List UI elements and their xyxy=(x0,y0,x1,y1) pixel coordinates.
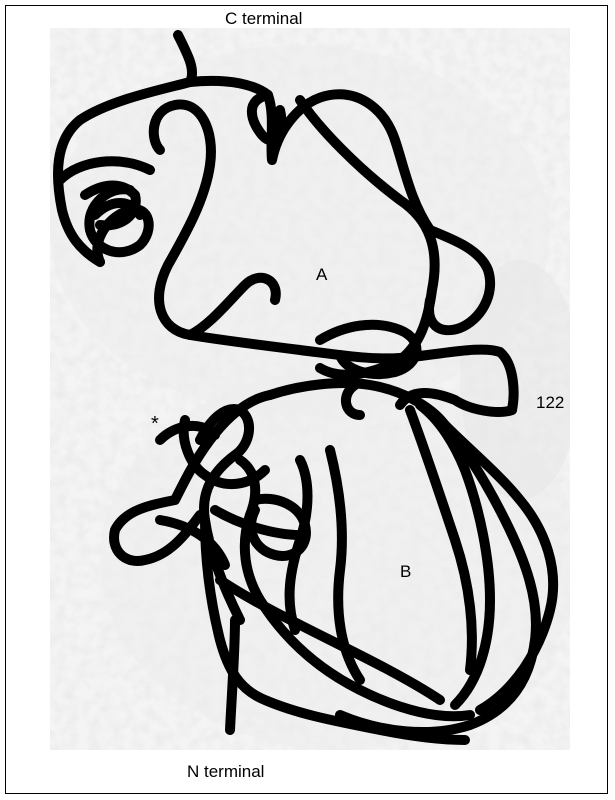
n-terminal-label: N terminal xyxy=(187,762,264,781)
residue-122-label: 122 xyxy=(536,393,564,412)
domain-a-label: A xyxy=(316,265,328,284)
domain-b-label: B xyxy=(400,562,411,581)
asterisk-marker: * xyxy=(151,413,159,435)
c-terminal-label: C terminal xyxy=(225,9,302,28)
